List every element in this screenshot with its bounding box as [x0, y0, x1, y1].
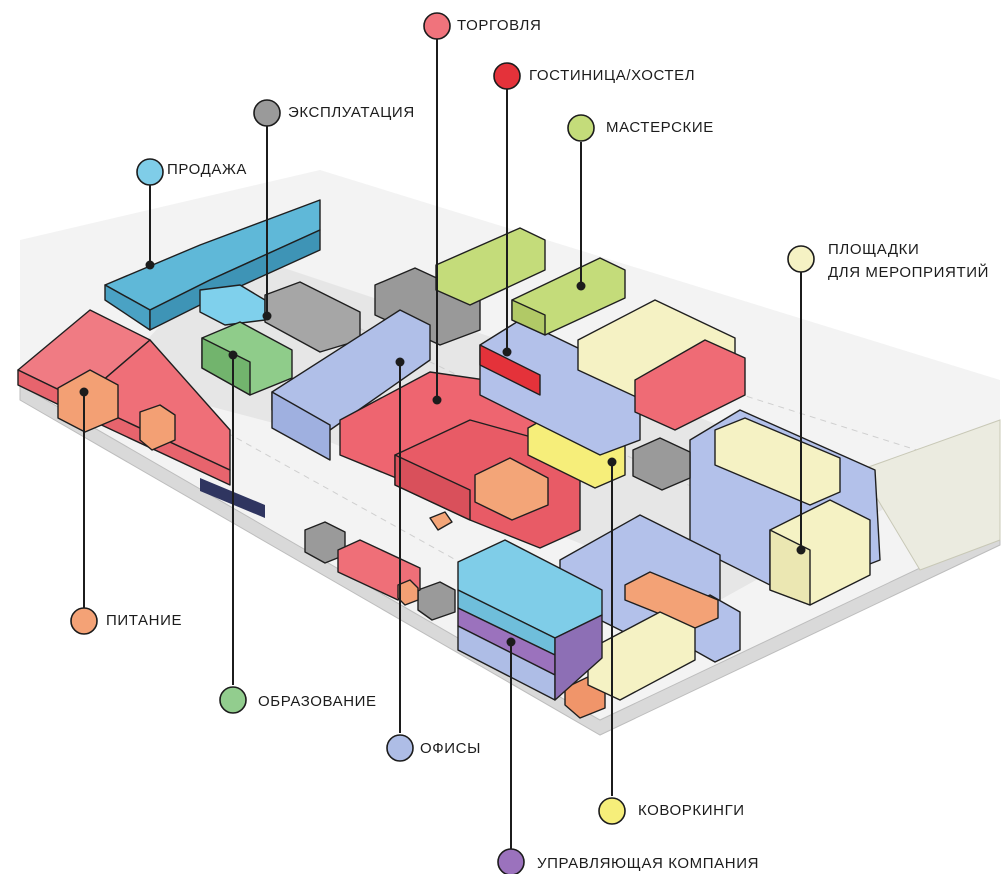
label-prodazha: ПРОДАЖА: [167, 161, 248, 178]
legend-marker-obrazovanie: [219, 686, 247, 714]
building-masterskie: [435, 227, 626, 336]
label-upravlyayushchaya: УПРАВЛЯЮЩАЯ КОМПАНИЯ: [537, 855, 760, 872]
leader-lines: [83, 38, 802, 849]
building-ekspluataciya-small: [304, 437, 691, 621]
building-pitanie-central: [429, 457, 549, 531]
label-ekspluataciya: ЭКСПЛУАТАЦИЯ: [288, 104, 415, 121]
legend-marker-ofisy: [386, 734, 414, 762]
legend-marker-prodazha: [136, 158, 164, 186]
legend-marker-ekspluataciya: [253, 99, 281, 127]
legend-marker-upravlyayushchaya: [497, 848, 525, 874]
label-ploshchadki: ПЛОЩАДКИ ДЛЯ МЕРОПРИЯТИЙ: [828, 241, 989, 281]
label-masterskie: МАСТЕРСКИЕ: [606, 119, 714, 136]
legend-marker-gostinica: [493, 62, 521, 90]
building-gostinica: [479, 319, 641, 456]
label-kovorkingi: КОВОРКИНГИ: [638, 802, 745, 819]
label-ofisy: ОФИСЫ: [420, 740, 481, 757]
label-pitanie: ПИТАНИЕ: [106, 612, 183, 629]
legend-marker-masterskie: [567, 114, 595, 142]
building-obrazovanie: [201, 321, 293, 396]
buildings: [17, 199, 881, 719]
legend-marker-kovorkingi: [598, 797, 626, 825]
legend-marker-ploshchadki: [787, 245, 815, 273]
building-ofisy-central: [271, 309, 431, 461]
leader-dots: [79, 260, 806, 647]
building-upravlyayushchaya: [457, 539, 603, 701]
legend-marker-torgovlya: [423, 12, 451, 40]
label-torgovlya: ТОРГОВЛЯ: [457, 17, 542, 34]
label-gostinica: ГОСТИНИЦА/ХОСТЕЛ: [529, 67, 696, 84]
label-obrazovanie: ОБРАЗОВАНИЕ: [258, 693, 377, 710]
building-pitanie-left: [57, 369, 176, 451]
legend-marker-pitanie: [70, 607, 98, 635]
legend-markers: [70, 12, 815, 874]
building-torgovlya-right: [634, 339, 746, 431]
building-kovorkingi-bottom: [587, 611, 696, 701]
